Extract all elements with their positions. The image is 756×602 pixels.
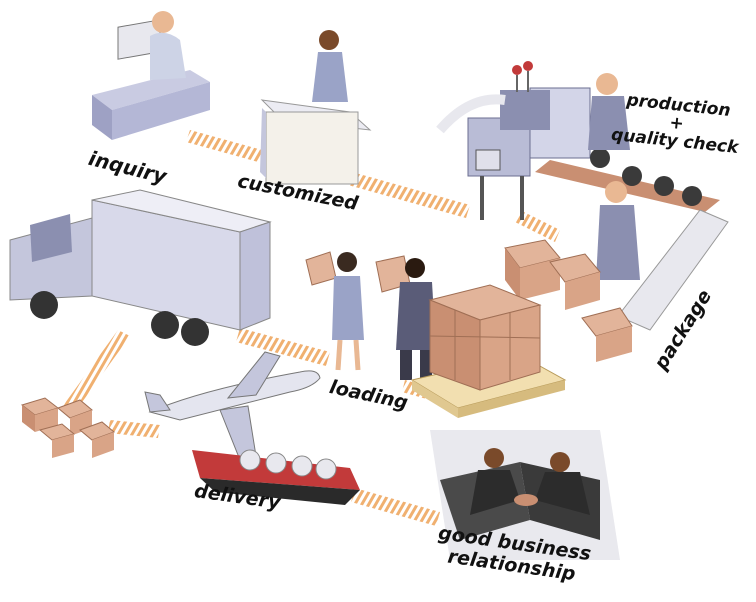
office-worker-icon — [92, 11, 210, 140]
designer-icon — [260, 30, 372, 185]
pallet-boxes-icon — [410, 284, 567, 418]
path-boxes-plane — [108, 420, 160, 438]
path-truck-boxes — [60, 330, 130, 416]
cargo-ship-icon — [192, 449, 360, 505]
box-stack-icon — [20, 397, 115, 458]
path-truck-loading — [236, 328, 330, 366]
path-production-package — [515, 210, 560, 242]
truck-icon — [9, 189, 272, 346]
production-machine-icon — [436, 61, 591, 220]
handshake-icon — [430, 430, 620, 560]
loader-workers-icon — [305, 251, 436, 380]
path-ship-handshake — [351, 488, 440, 526]
airplane-icon — [144, 351, 321, 461]
box-stack-icon — [504, 239, 633, 362]
path-inquiry-customized — [186, 130, 262, 162]
path-customized-production — [348, 172, 470, 218]
conveyor-worker-icon — [535, 73, 729, 331]
